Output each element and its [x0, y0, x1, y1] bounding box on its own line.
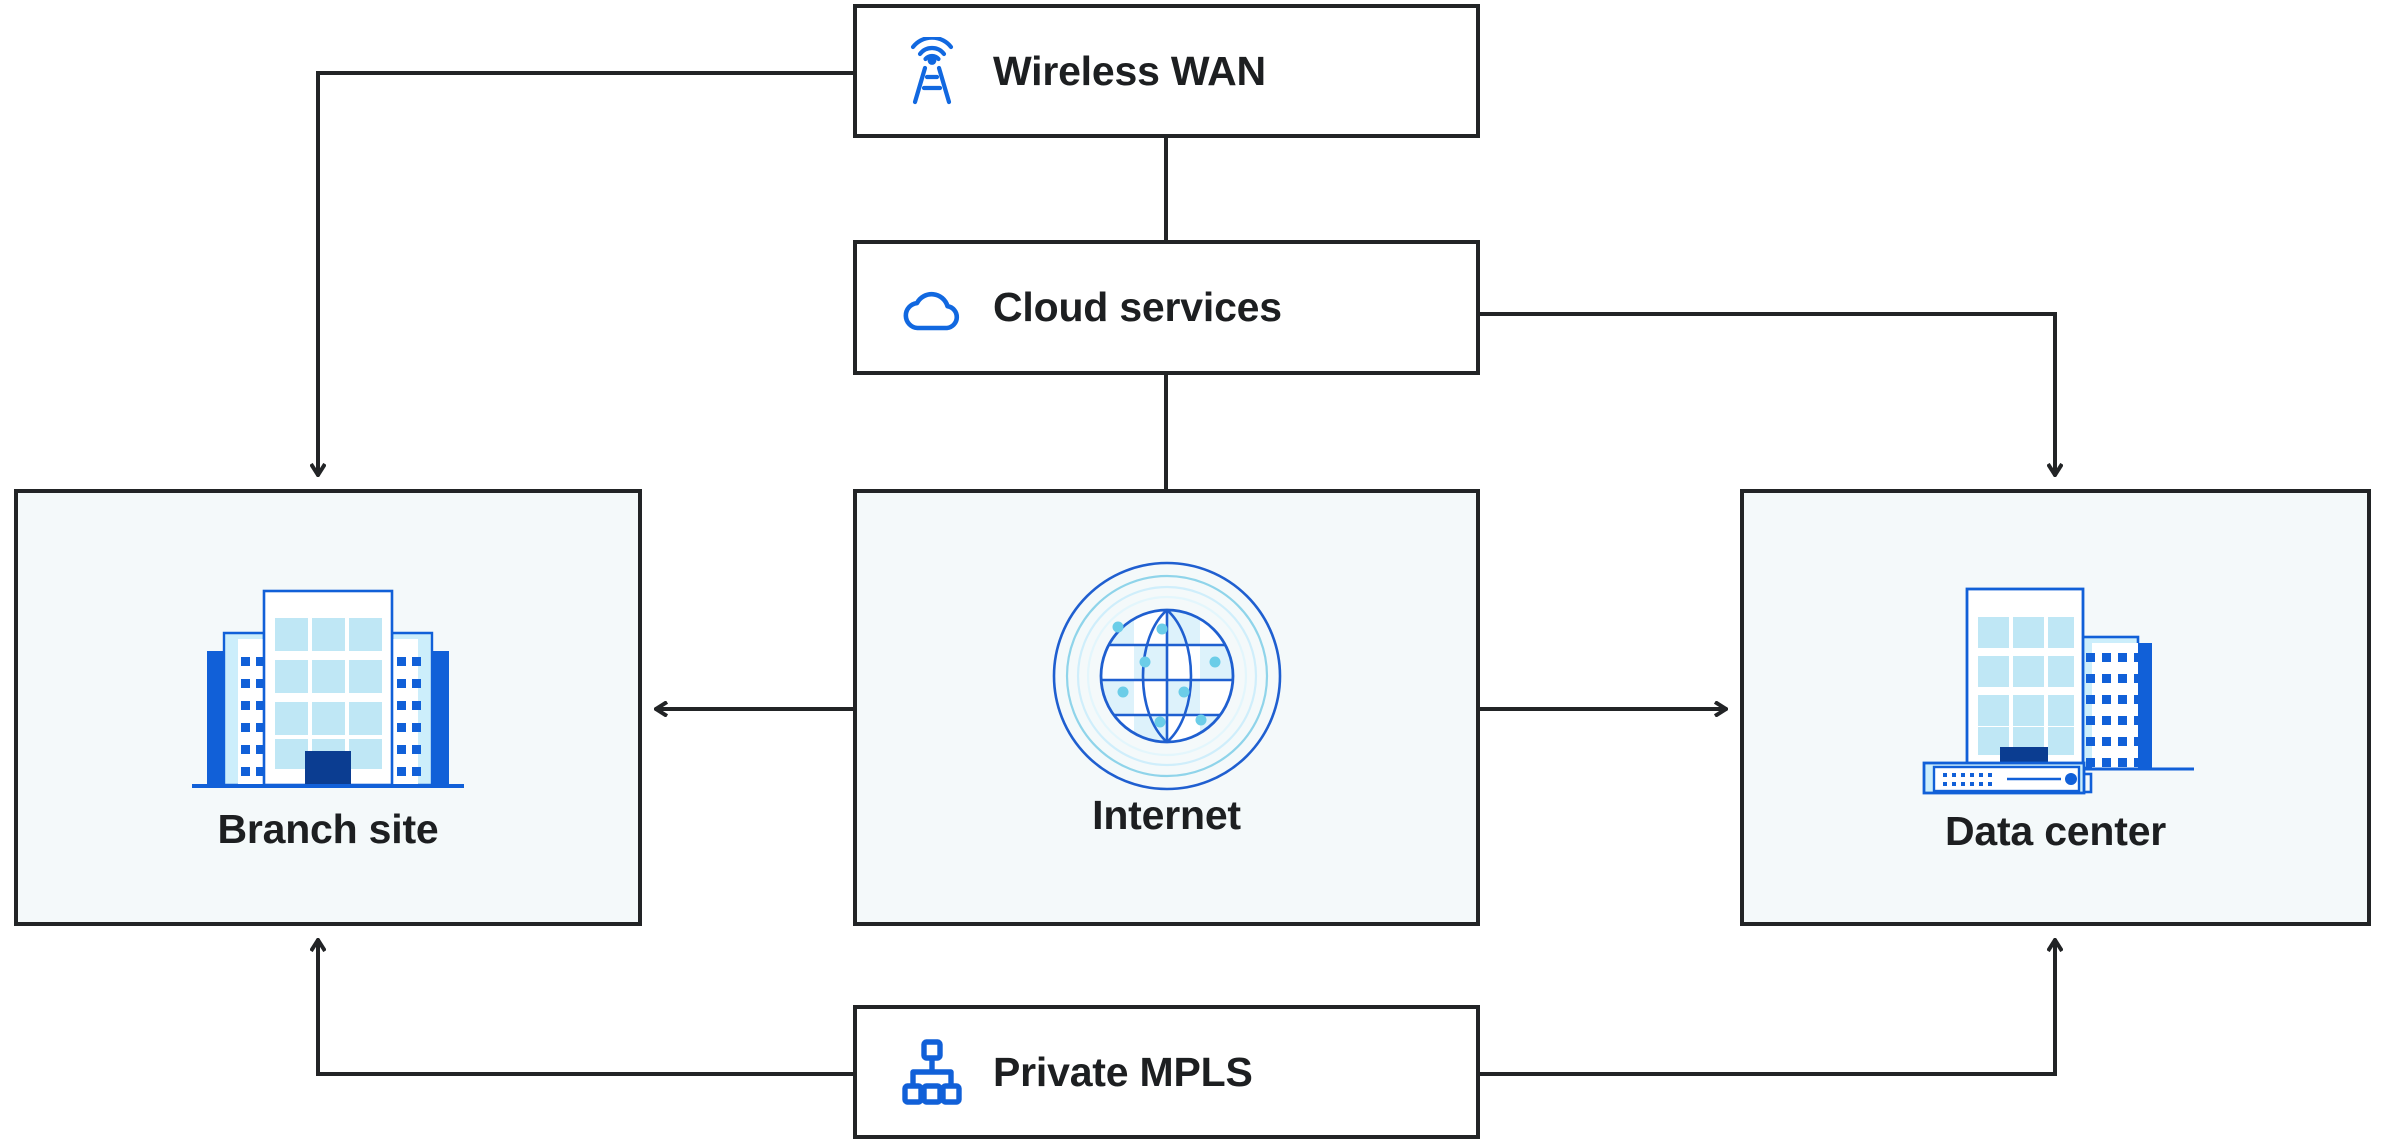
- connector-private-mpls-to-branch-site: [318, 939, 853, 1076]
- office-building-icon: [178, 493, 478, 801]
- node-cloud-services[interactable]: Cloud services: [853, 240, 1480, 375]
- node-label-internet: Internet: [1092, 792, 1241, 838]
- data-center-building-icon: [1906, 493, 2206, 803]
- node-wireless-wan[interactable]: Wireless WAN: [853, 4, 1480, 138]
- node-label-branch-site: Branch site: [217, 806, 439, 852]
- connector-wireless-wan-to-branch-site: [318, 71, 853, 476]
- node-private-mpls[interactable]: Private MPLS: [853, 1005, 1480, 1139]
- globe-network-icon: [1052, 493, 1282, 791]
- radio-tower-icon: [901, 36, 963, 106]
- node-label-data-center: Data center: [1944, 808, 2167, 854]
- node-label-cloud-services: Cloud services: [993, 284, 1282, 330]
- connector-private-mpls-to-data-center: [1480, 939, 2055, 1076]
- network-hierarchy-icon: [901, 1037, 963, 1107]
- node-label-wireless-wan: Wireless WAN: [993, 47, 1266, 94]
- node-internet[interactable]: Internet: [853, 489, 1480, 926]
- cloud-icon: [901, 273, 963, 343]
- node-branch-site[interactable]: Branch site: [14, 489, 642, 926]
- node-data-center[interactable]: Data center: [1740, 489, 2371, 926]
- node-label-private-mpls: Private MPLS: [993, 1048, 1253, 1095]
- connector-cloud-services-to-data-center: [1480, 312, 2055, 476]
